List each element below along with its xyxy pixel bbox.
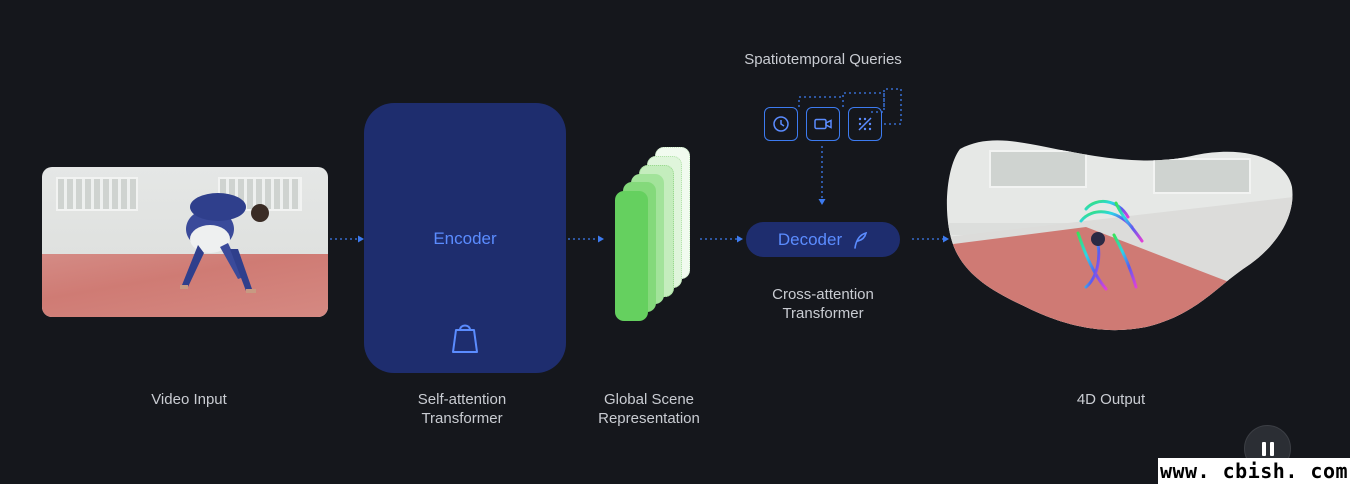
- pause-icon: [1261, 441, 1266, 456]
- scene-caption: Global Scene Representation: [584, 390, 714, 428]
- scene-caption-line1: Global Scene: [603, 391, 695, 408]
- query-stack-outline-3: [883, 88, 902, 125]
- encoder-block: Encoder: [364, 103, 566, 373]
- decoder-label: Decoder: [777, 229, 843, 249]
- gym-window: [56, 177, 138, 211]
- encoder-caption: Self-attention Transformer: [402, 390, 522, 428]
- query-camera: [806, 107, 840, 141]
- encoder-caption-line1: Self-attention: [417, 391, 507, 408]
- query-stack-outline-1: [798, 96, 843, 107]
- decoder-caption-line2: Transformer: [782, 305, 864, 322]
- decoder-caption-line1: Cross-attention: [772, 286, 874, 303]
- encoder-label: Encoder: [433, 229, 497, 248]
- feather-icon: [854, 231, 868, 249]
- video-input-caption: Video Input: [151, 391, 227, 408]
- decoder-block: Decoder: [746, 222, 900, 257]
- watermark: www. cbish. com: [1158, 458, 1350, 484]
- arrowhead-scene: [598, 235, 604, 243]
- query-motion: [848, 107, 882, 141]
- pause-icon: [1269, 441, 1274, 456]
- query-time: [764, 107, 798, 141]
- scene-token-card: [615, 191, 648, 321]
- scene-caption-line2: Representation: [598, 410, 700, 427]
- query-stack-outline-2: [842, 92, 885, 113]
- output-caption: 4D Output: [1076, 391, 1146, 408]
- video-input-frame: [42, 167, 328, 317]
- encoder-caption-line2: Transformer: [421, 410, 503, 427]
- clock-icon: [773, 116, 789, 132]
- arrowhead-decoder: [737, 235, 743, 243]
- arrowhead-query: [818, 199, 826, 205]
- judoka-figure: [180, 193, 269, 293]
- video-camera-icon: [814, 118, 832, 130]
- queries-title: Spatiotemporal Queries: [744, 51, 902, 68]
- decoder-caption: Cross-attention Transformer: [758, 285, 888, 323]
- arrowhead-encoder: [358, 235, 364, 243]
- arrowhead-output: [943, 235, 949, 243]
- motion-vector-icon: [858, 117, 872, 131]
- 4d-output-render: [946, 140, 1293, 331]
- weight-icon: [452, 324, 478, 353]
